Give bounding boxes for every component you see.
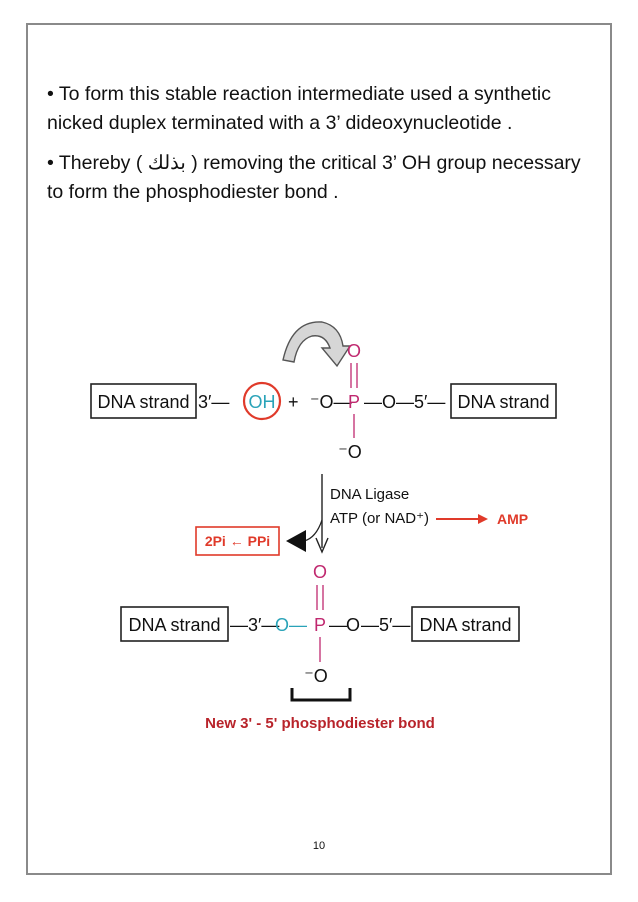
amp-arrow-head xyxy=(478,514,488,524)
curved-arrow-icon xyxy=(282,321,352,368)
dna-strand-box-bottom-left xyxy=(120,606,229,642)
bond-bracket xyxy=(290,688,352,702)
black-arrow-head-icon xyxy=(286,530,306,552)
phosphorus-bottom: P xyxy=(314,615,326,635)
o-top-label: O xyxy=(313,562,327,582)
pyrophosphate-box xyxy=(195,526,280,556)
enzyme-name: DNA Ligase xyxy=(330,486,409,503)
reaction-arrow-head xyxy=(315,537,329,554)
o-right-chain: —O—5′— xyxy=(364,392,445,412)
o-top-label: O xyxy=(347,341,361,361)
dna-strand-label: DNA strand xyxy=(457,392,549,412)
amp-label: AMP xyxy=(497,511,528,527)
dna-strand-label: DNA strand xyxy=(97,392,189,412)
cofactor-label: ATP (or NAD⁺) xyxy=(330,510,429,527)
paragraph-2: • Thereby ( بذلك ) removing the critical… xyxy=(47,151,581,203)
dna-strand-box-bottom-right xyxy=(411,606,520,642)
bridging-oxygen-3: O xyxy=(275,615,289,635)
three-prime-label: 3′— xyxy=(198,392,229,412)
phosphorus-top: P xyxy=(348,392,360,412)
dna-strand-box-top-right xyxy=(450,383,557,419)
side-arrow-curve xyxy=(303,519,323,542)
oh-highlight-circle xyxy=(242,381,282,421)
body-text: • To form this stable reaction intermedi… xyxy=(47,80,592,217)
bond-dash: — xyxy=(289,615,307,635)
page-number: 10 xyxy=(312,840,326,852)
dna-strand-label: DNA strand xyxy=(419,615,511,635)
bridging-oxygen-5: O xyxy=(346,615,360,635)
three-prime-label: —3′— xyxy=(230,615,279,635)
o-minus-left: ⁻O— xyxy=(310,392,352,412)
diagram-caption: New 3' - 5' phosphodiester bond xyxy=(205,715,435,732)
page-border xyxy=(26,23,612,875)
dna-strand-box-top-left xyxy=(90,383,197,419)
bond-dash: — xyxy=(329,615,347,635)
five-prime-label: —5′— xyxy=(361,615,410,635)
o-bottom-label: ⁻O xyxy=(304,666,328,686)
oh-group-label: OH xyxy=(249,392,276,412)
pyrophosphate-label: 2Pi ← PPi xyxy=(205,533,270,549)
o-bottom-label: ⁻O xyxy=(338,442,362,462)
dna-strand-label: DNA strand xyxy=(128,615,220,635)
paragraph-1: • To form this stable reaction intermedi… xyxy=(47,83,551,135)
plus-sign: + xyxy=(288,392,299,412)
